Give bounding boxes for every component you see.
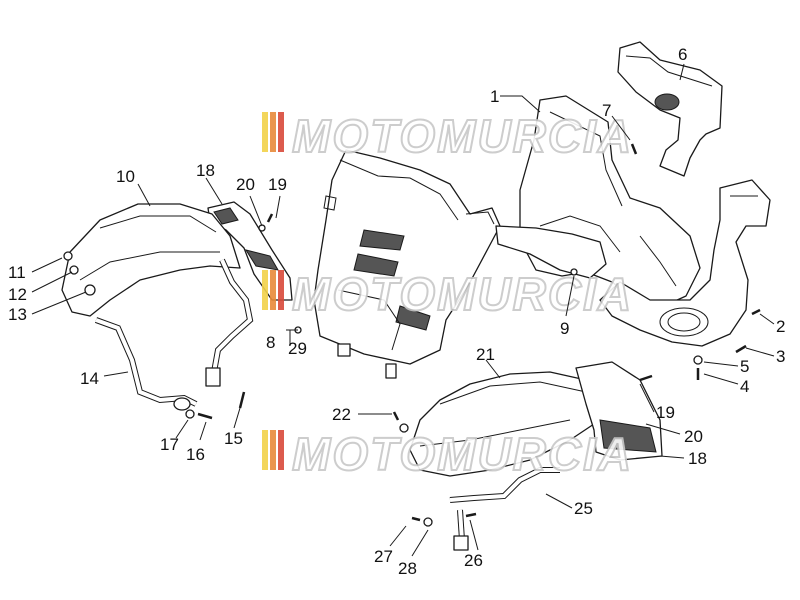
callout-2: 2 [776, 317, 785, 336]
callout-21: 21 [476, 345, 495, 364]
callout-28: 28 [398, 559, 417, 578]
part-10-left-mudguard [61, 203, 241, 317]
callout-27: 27 [374, 547, 393, 566]
part-25-lower-tube [449, 467, 560, 551]
callout-3: 3 [776, 347, 785, 366]
part-14-left-tube [94, 258, 254, 411]
callout-20-upper: 20 [236, 175, 255, 194]
part-8-inner-panel [313, 149, 607, 379]
callout-16: 16 [186, 445, 205, 464]
fasteners [185, 143, 761, 527]
part-6-bracket [617, 41, 723, 177]
callout-4: 4 [740, 377, 749, 396]
callout-19-upper: 19 [268, 175, 287, 194]
callout-19-lower: 19 [656, 403, 675, 422]
callout-6: 6 [678, 45, 687, 64]
callout-18-upper: 18 [196, 161, 215, 180]
callout-25: 25 [574, 499, 593, 518]
leader-lines [31, 63, 775, 557]
callout-10: 10 [116, 167, 135, 186]
part-18-lower-panel [575, 361, 663, 461]
callout-29: 29 [288, 339, 307, 358]
callout-18-lower: 18 [688, 449, 707, 468]
callout-13: 13 [8, 305, 27, 324]
callout-9: 9 [560, 319, 569, 338]
callout-26: 26 [464, 551, 483, 570]
callout-7: 7 [602, 101, 611, 120]
callout-12: 12 [8, 285, 27, 304]
callout-labels: 1 6 7 10 18 20 19 11 12 13 14 8 29 9 2 3… [8, 45, 785, 578]
callout-17: 17 [160, 435, 179, 454]
watermark-text: MOTOMURCIA [292, 110, 633, 162]
callout-5: 5 [740, 357, 749, 376]
callout-15: 15 [224, 429, 243, 448]
part-21-lower-mudguard [409, 371, 601, 477]
callout-11: 11 [8, 263, 26, 282]
watermark-text: MOTOMURCIA [292, 268, 633, 320]
callout-22: 22 [332, 405, 351, 424]
callout-14: 14 [80, 369, 99, 388]
callout-1: 1 [490, 87, 499, 106]
watermark-text: MOTOMURCIA [292, 428, 633, 480]
watermark-2: MOTOMURCIA [262, 267, 633, 321]
callout-20-lower: 20 [684, 427, 703, 446]
callout-8: 8 [266, 333, 275, 352]
watermark-1: MOTOMURCIA [262, 109, 633, 163]
watermark-3: MOTOMURCIA [262, 427, 633, 481]
